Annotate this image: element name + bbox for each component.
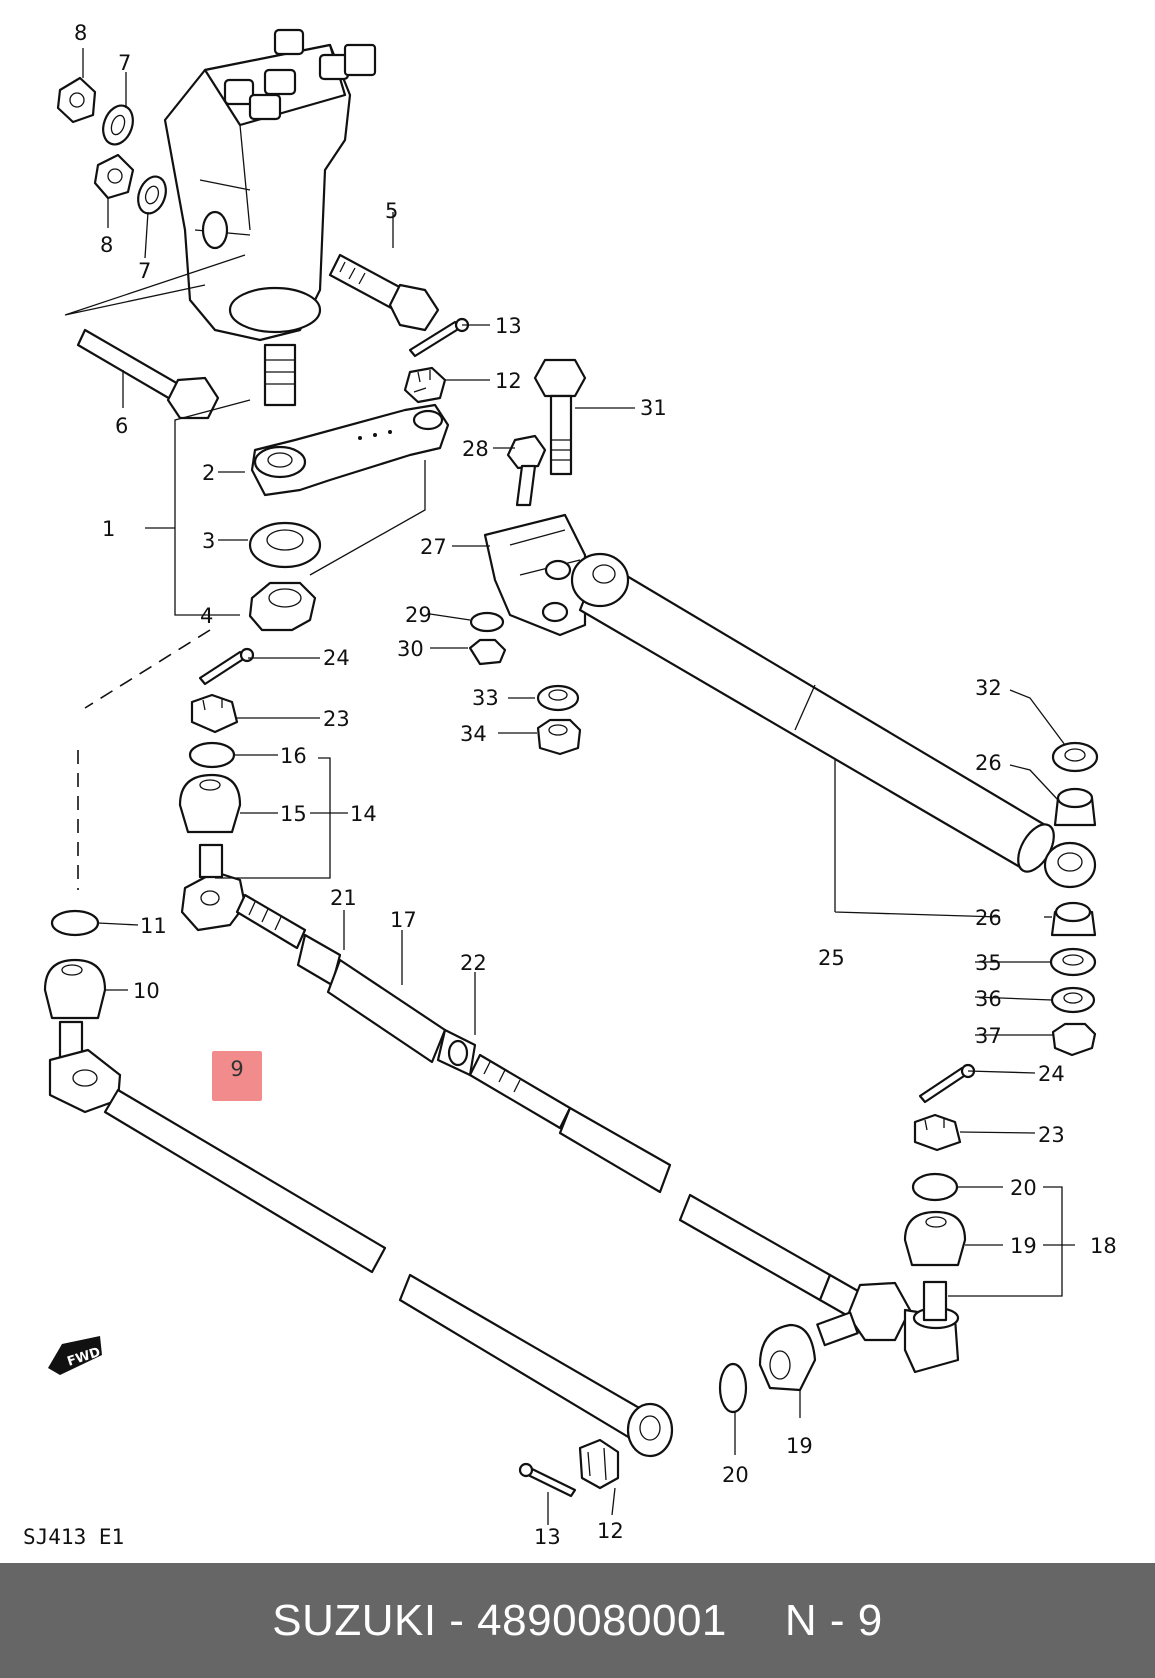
- part-10-boot: [43, 958, 107, 1020]
- callout-6: 6: [115, 414, 128, 438]
- part-34-nut: [536, 718, 582, 756]
- part-6-long-bolt: [76, 328, 220, 420]
- part-17-tie-rod: [180, 843, 672, 1194]
- part-28-bolt: [506, 434, 547, 507]
- leader-lines: [82, 48, 1075, 1525]
- highlighted-callout-label: 9: [230, 1057, 244, 1081]
- parts-diagram: FWD: [23, 21, 1117, 1549]
- fwd-arrow-icon: FWD: [48, 1336, 103, 1375]
- callout-28: 28: [462, 437, 489, 461]
- footer-bar: SUZUKI - 4890080001 N - 9: [0, 1563, 1155, 1678]
- part-7-washer-upper: [102, 104, 134, 146]
- callout-27: 27: [420, 535, 447, 559]
- callout-24: 24: [1038, 1062, 1065, 1086]
- callout-8: 8: [100, 233, 113, 257]
- part-32-washer: [1051, 741, 1099, 773]
- callout-11: 11: [140, 914, 167, 938]
- callout-13: 13: [495, 314, 522, 338]
- callout-33: 33: [472, 686, 499, 710]
- part-20-clip-right: [911, 1172, 959, 1202]
- callout-23: 23: [1038, 1123, 1065, 1147]
- callout-14: 14: [350, 802, 377, 826]
- callout-labels: 8 7 8 7 5 6 13 12 31 28 2 1 3 27 4 29 30…: [23, 21, 1117, 1549]
- callout-19: 19: [1010, 1234, 1037, 1258]
- callout-32: 32: [975, 676, 1002, 700]
- part-37-nut: [1051, 1022, 1097, 1057]
- part-11-clip: [50, 909, 100, 937]
- part-16-clip: [188, 741, 236, 769]
- callout-26: 26: [975, 751, 1002, 775]
- callout-4: 4: [200, 604, 213, 628]
- steering-gear-box: [163, 28, 377, 407]
- footer-part-label: SUZUKI - 4890080001: [272, 1595, 727, 1645]
- callout-12: 12: [597, 1519, 624, 1543]
- part-29-washer: [469, 611, 505, 633]
- callout-22: 22: [460, 951, 487, 975]
- part-4-nut: [248, 581, 317, 632]
- part-5-bolt: [328, 253, 440, 332]
- part-23-castle-nut-left: [190, 693, 239, 734]
- part-24-cotter-pin-left: [198, 647, 255, 686]
- part-26-bushing-lower: [1050, 901, 1097, 937]
- callout-36: 36: [975, 987, 1002, 1011]
- callout-21: 21: [330, 886, 357, 910]
- callout-18: 18: [1090, 1234, 1117, 1258]
- part-19-boot-lower: [758, 1323, 817, 1392]
- part-15-boot: [178, 773, 242, 834]
- part-7-washer-lower: [137, 175, 167, 215]
- callout-7: 7: [118, 51, 131, 75]
- callout-35: 35: [975, 951, 1002, 975]
- part-24-cotter-pin-right: [918, 1063, 976, 1104]
- callout-19: 19: [786, 1434, 813, 1458]
- callout-20: 20: [1010, 1176, 1037, 1200]
- callout-23: 23: [323, 707, 350, 731]
- callout-5: 5: [385, 199, 398, 223]
- part-20-clip-lower: [718, 1362, 748, 1414]
- part-18-tie-rod-end-right: [678, 1193, 960, 1374]
- part-26-bushing-upper: [1053, 787, 1097, 827]
- callout-25: 25: [818, 946, 845, 970]
- callout-30: 30: [397, 637, 424, 661]
- part-19-boot-right: [903, 1210, 967, 1267]
- callout-1: 1: [102, 517, 115, 541]
- part-33-washer: [536, 684, 580, 712]
- callout-24: 24: [323, 646, 350, 670]
- callout-20: 20: [722, 1463, 749, 1487]
- part-9-tie-rod: [48, 1020, 674, 1458]
- part-25-steering-damper: [570, 552, 1097, 889]
- part-3-lock-washer: [248, 521, 322, 569]
- part-8-nut-lower: [93, 153, 135, 200]
- callout-29: 29: [405, 603, 432, 627]
- part-8-nut-upper: [56, 76, 97, 124]
- callout-2: 2: [202, 461, 215, 485]
- callout-15: 15: [280, 802, 307, 826]
- footer-page-ref: N - 9: [784, 1595, 883, 1645]
- part-27-bracket: [483, 513, 587, 637]
- part-12-castle-nut-lower: [578, 1438, 620, 1490]
- callout-7: 7: [138, 259, 151, 283]
- callout-13: 13: [534, 1525, 561, 1549]
- callout-37: 37: [975, 1024, 1002, 1048]
- part-13-cotter-pin-upper: [408, 317, 470, 358]
- callout-31: 31: [640, 396, 667, 420]
- diagram-code: SJ413 E1: [23, 1525, 124, 1549]
- part-12-castle-nut-upper: [403, 366, 447, 404]
- callout-26: 26: [975, 906, 1002, 930]
- callout-3: 3: [202, 529, 215, 553]
- part-13-cotter-pin-lower: [518, 1462, 577, 1498]
- part-23-castle-nut-right: [913, 1113, 962, 1152]
- part-30-nut: [468, 638, 507, 666]
- callout-8: 8: [74, 21, 87, 45]
- part-2-pitman-arm: [250, 403, 450, 497]
- callout-10: 10: [133, 979, 160, 1003]
- callout-34: 34: [460, 722, 487, 746]
- callout-17: 17: [390, 908, 417, 932]
- callout-12: 12: [495, 369, 522, 393]
- highlighted-callout[interactable]: 9: [212, 1051, 262, 1101]
- part-35-washer: [1049, 947, 1097, 977]
- part-31-bolt: [533, 358, 587, 476]
- callout-16: 16: [280, 744, 307, 768]
- part-36-lock-washer: [1050, 986, 1096, 1014]
